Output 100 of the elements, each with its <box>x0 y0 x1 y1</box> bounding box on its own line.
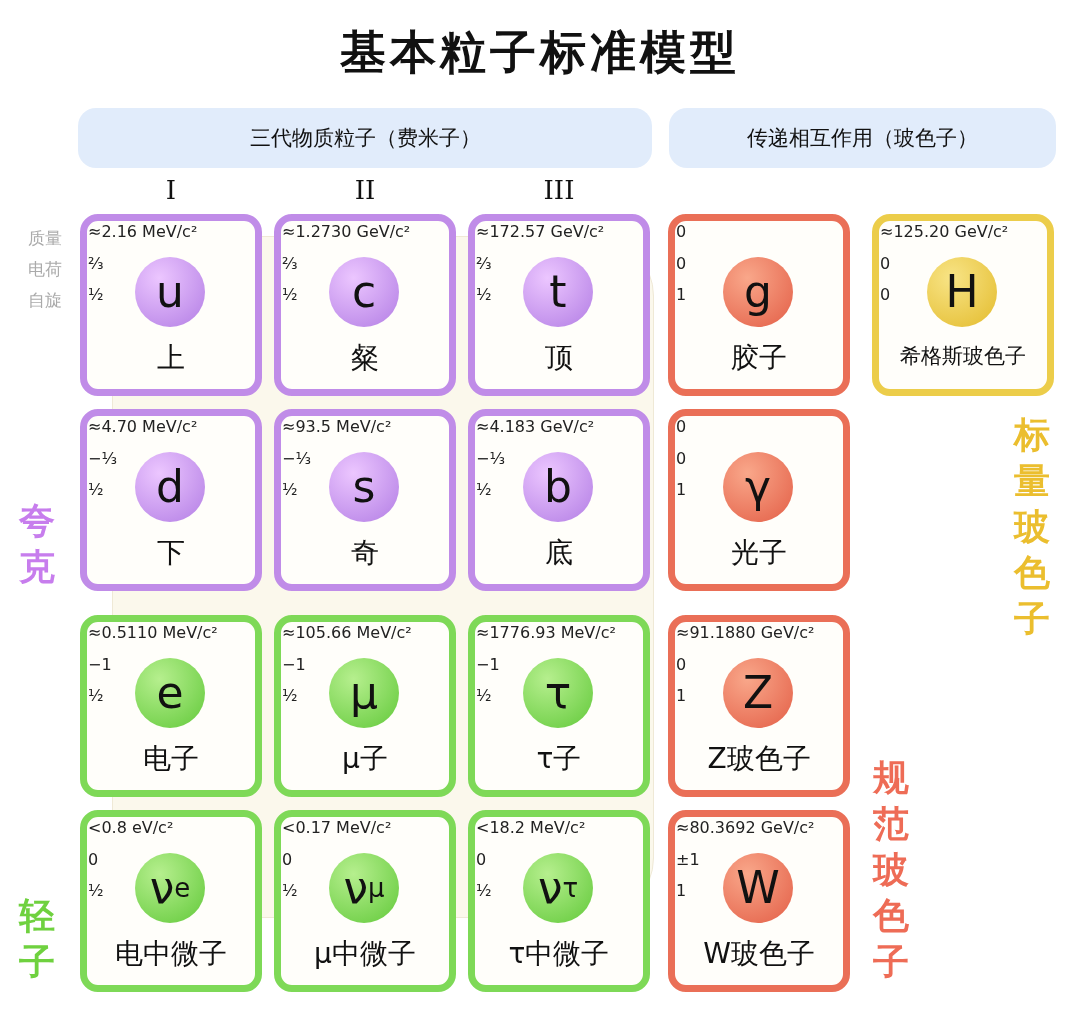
mass-value: ≈91.1880 GeV/c² <box>676 623 815 642</box>
particle-card <box>274 810 456 992</box>
charge-value: ±1 <box>676 850 700 869</box>
charge-value: −1 <box>476 655 500 674</box>
spin-value: ½ <box>476 285 492 304</box>
charge-value: ⅔ <box>476 254 492 273</box>
particle-card <box>80 214 262 396</box>
particle-name: 上 <box>156 340 186 376</box>
spin-value: 0 <box>880 285 891 304</box>
charge-value: ⅔ <box>282 254 298 273</box>
particle-circle: μ <box>329 658 399 728</box>
mass-value: ≈172.57 GeV/c² <box>476 222 605 241</box>
particle-name: 粲 <box>350 340 380 376</box>
spin-value: ½ <box>282 686 298 705</box>
spin-value: ½ <box>88 686 104 705</box>
particle-card <box>668 615 850 797</box>
group-label: 轻子 <box>17 894 56 984</box>
charge-value: ⅔ <box>88 254 104 273</box>
particle-circle: τ <box>523 658 593 728</box>
spin-value: ½ <box>476 480 492 499</box>
header-band: 传递相互作用（玻色子） <box>669 108 1056 168</box>
particle-card <box>468 615 650 797</box>
particle-circle: s <box>329 452 399 522</box>
particle-circle: d <box>135 452 205 522</box>
particle-circle: W <box>723 853 793 923</box>
spin-value: ½ <box>282 881 298 900</box>
particle-name: Z玻色子 <box>706 741 812 777</box>
particle-name: μ中微子 <box>313 936 417 972</box>
row-label: 质量 <box>28 227 62 250</box>
mass-value: <0.8 eV/c² <box>88 818 174 837</box>
particle-name: 胶子 <box>730 340 788 376</box>
charge-value: −1 <box>88 655 112 674</box>
charge-value: 0 <box>676 254 687 273</box>
mass-value: ≈2.16 MeV/c² <box>88 222 198 241</box>
particle-circle: c <box>329 257 399 327</box>
particle-card <box>274 409 456 591</box>
generation-numeral: I <box>165 175 177 205</box>
particle-card <box>80 615 262 797</box>
particle-circle: b <box>523 452 593 522</box>
particle-name: 顶 <box>544 340 574 376</box>
spin-value: ½ <box>476 881 492 900</box>
spin-value: ½ <box>282 285 298 304</box>
spin-value: 1 <box>676 285 687 304</box>
charge-value: 0 <box>88 850 99 869</box>
mass-value: 0 <box>676 417 687 436</box>
particle-circle: g <box>723 257 793 327</box>
particle-card <box>80 409 262 591</box>
mass-value: ≈0.5110 MeV/c² <box>88 623 218 642</box>
header-band: 三代物质粒子（费米子） <box>78 108 652 168</box>
particle-circle: t <box>523 257 593 327</box>
spin-value: 1 <box>676 686 687 705</box>
charge-value: 0 <box>476 850 487 869</box>
particle-card <box>468 409 650 591</box>
mass-value: ≈125.20 GeV/c² <box>880 222 1009 241</box>
particle-name: 光子 <box>730 535 788 571</box>
particle-name: 底 <box>544 535 574 571</box>
charge-value: −⅓ <box>282 449 311 468</box>
particle-card <box>80 810 262 992</box>
particle-name: 奇 <box>350 535 380 571</box>
row-label: 电荷 <box>28 258 62 281</box>
particle-card <box>468 810 650 992</box>
particle-card <box>872 214 1054 396</box>
particle-circle: u <box>135 257 205 327</box>
row-label: 自旋 <box>28 289 62 312</box>
particle-name: W玻色子 <box>702 936 816 972</box>
spin-value: 1 <box>676 881 687 900</box>
charge-value: −⅓ <box>88 449 117 468</box>
title: 基本粒子标准模型 <box>339 24 741 81</box>
mass-value: ≈105.66 MeV/c² <box>282 623 412 642</box>
particle-circle: H <box>927 257 997 327</box>
mass-value: ≈93.5 MeV/c² <box>282 417 392 436</box>
charge-value: 0 <box>676 449 687 468</box>
charge-value: 0 <box>282 850 293 869</box>
spin-value: ½ <box>476 686 492 705</box>
particle-circle: e <box>135 658 205 728</box>
mass-value: ≈1776.93 MeV/c² <box>476 623 616 642</box>
charge-value: 0 <box>880 254 891 273</box>
group-label: 规范玻色子 <box>871 756 910 984</box>
particle-card <box>274 214 456 396</box>
mass-value: 0 <box>676 222 687 241</box>
particle-card <box>668 409 850 591</box>
charge-value: −⅓ <box>476 449 505 468</box>
particle-name: 希格斯玻色子 <box>899 343 1027 370</box>
particle-card <box>668 214 850 396</box>
group-label: 夸克 <box>18 499 56 589</box>
mass-value: <0.17 MeV/c² <box>282 818 392 837</box>
particle-circle: γ <box>723 452 793 522</box>
mass-value: ≈4.70 MeV/c² <box>88 417 198 436</box>
particle-name: τ中微子 <box>507 936 611 972</box>
group-label: 标量玻色子 <box>1012 413 1051 641</box>
spin-value: ½ <box>88 285 104 304</box>
particle-name: 下 <box>156 535 186 571</box>
mass-value: ≈4.183 GeV/c² <box>476 417 595 436</box>
particle-card <box>668 810 850 992</box>
mass-value: ≈80.3692 GeV/c² <box>676 818 815 837</box>
charge-value: −1 <box>282 655 306 674</box>
spin-value: 1 <box>676 480 687 499</box>
particle-card <box>468 214 650 396</box>
particle-card <box>274 615 456 797</box>
generation-numeral: II <box>354 175 376 205</box>
